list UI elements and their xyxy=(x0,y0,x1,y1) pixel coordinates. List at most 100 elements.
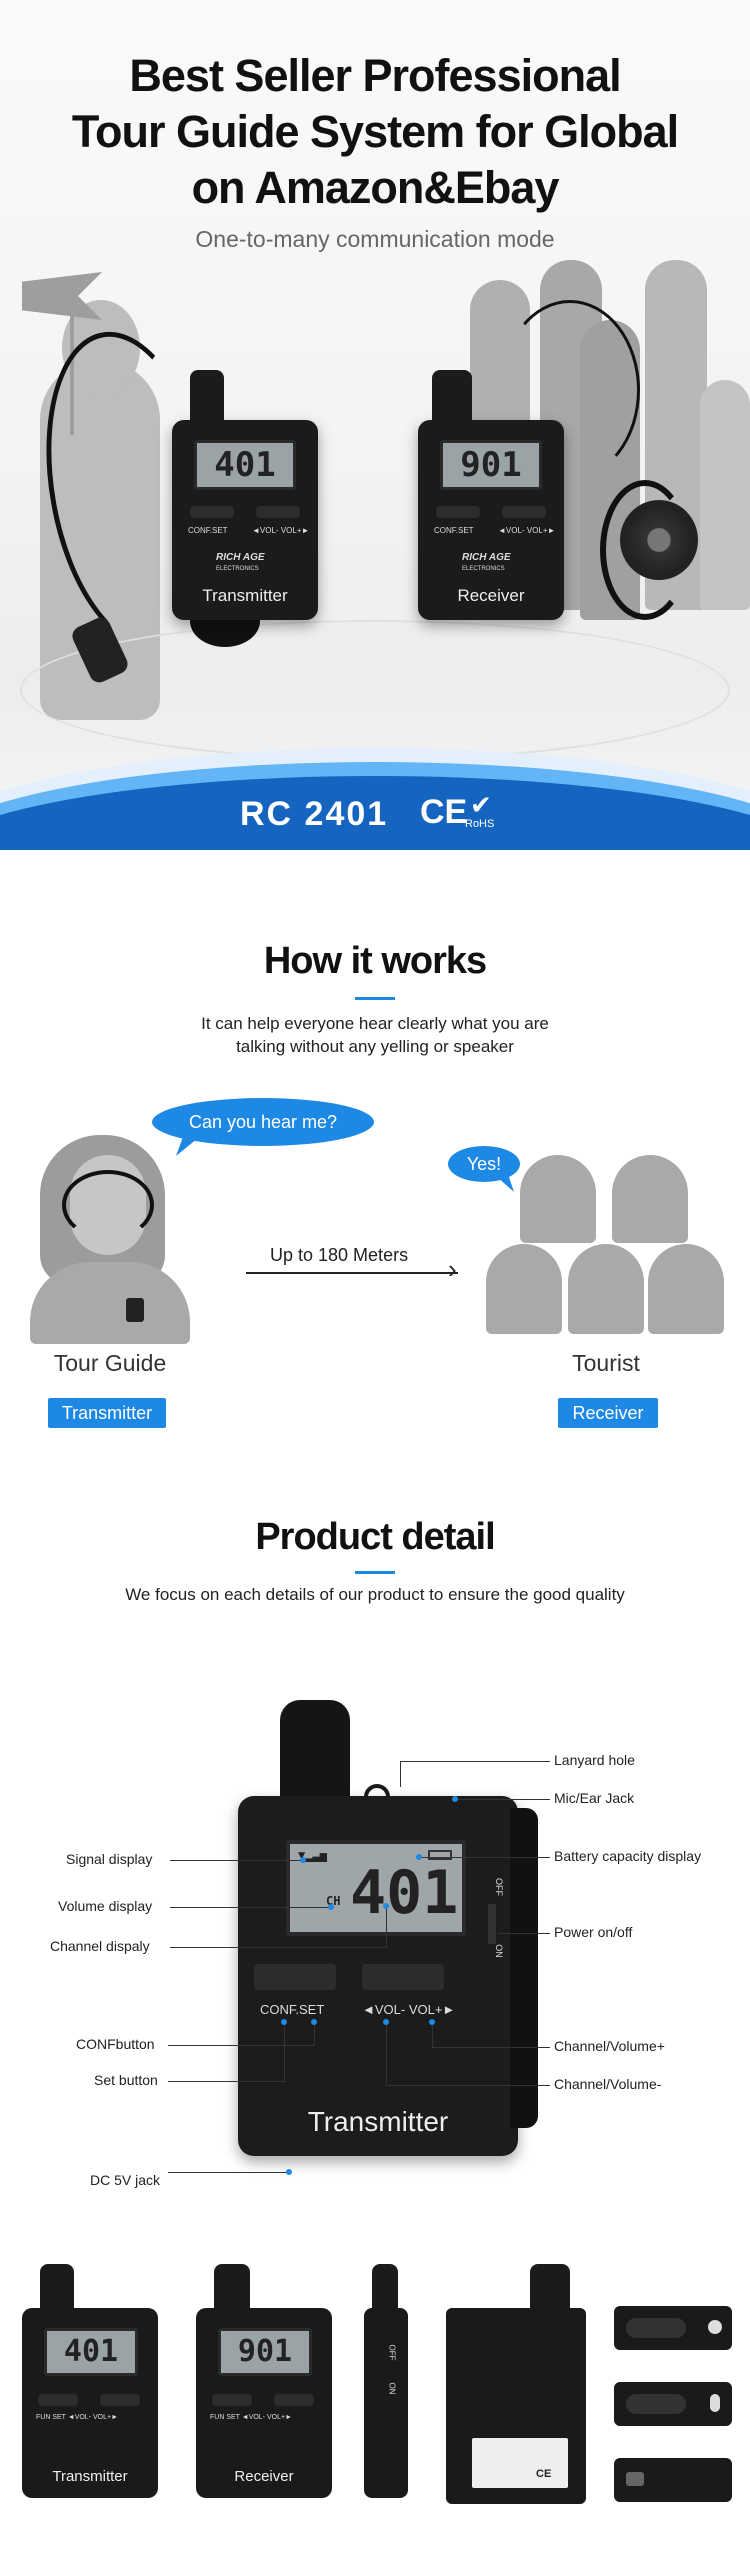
thumb-receiver-key-right xyxy=(274,2394,314,2406)
callout-dot-battery xyxy=(416,1854,422,1860)
thumb-receiver-lcd: 901 xyxy=(218,2328,312,2376)
thumb-top-1-slot xyxy=(626,2318,686,2338)
detail-vol-key[interactable] xyxy=(362,1964,444,1990)
headset-icon xyxy=(62,1170,154,1240)
arrow-right-icon: › xyxy=(448,1254,457,1284)
how-desc-line1: It can help everyone hear clearly what y… xyxy=(201,1014,549,1033)
thumb-back[interactable]: CE xyxy=(446,2308,586,2504)
transmitter-vol-label: ◄VOL- VOL+► xyxy=(252,526,310,535)
callout-line-power xyxy=(498,1933,550,1934)
callout-signal: Signal display xyxy=(66,1851,153,1867)
how-desc-line2: talking without any yelling or speaker xyxy=(236,1037,514,1056)
receiver-fun-key[interactable] xyxy=(436,506,480,518)
receiver-brand-sub: ELECTRONICS xyxy=(462,566,505,572)
tour-guide-label: Tour Guide xyxy=(53,1350,167,1376)
callout-set: Set button xyxy=(94,2072,158,2088)
transmitter-name: Transmitter xyxy=(202,586,288,605)
receiver-brand: RICH AGE xyxy=(462,552,511,563)
callout-vline-conf xyxy=(314,2022,315,2046)
thumb-top-view-1[interactable] xyxy=(614,2306,732,2350)
hero-banner: Best Seller Professional Tour Guide Syst… xyxy=(0,0,750,850)
callout-dot-signal xyxy=(300,1857,306,1863)
detail-title-underline xyxy=(355,1571,395,1574)
hero-title-line1: Best Seller Professional xyxy=(129,50,621,101)
callout-lanyard: Lanyard hole xyxy=(554,1752,635,1768)
transmitter-chip: Transmitter xyxy=(48,1398,166,1428)
detail-device-name: Transmitter xyxy=(307,2106,449,2137)
thumb-side-on: ON xyxy=(387,2382,397,2395)
tourist-figure-5 xyxy=(648,1244,724,1334)
callout-dot-channel xyxy=(383,1903,389,1909)
tourist-label: Tourist xyxy=(572,1350,640,1376)
hero-title-line2: Tour Guide System for Global xyxy=(71,106,679,157)
transmitter-fun-key[interactable] xyxy=(190,506,234,518)
callout-line-dc xyxy=(168,2172,288,2173)
receiver-lcd: 901 xyxy=(440,440,542,490)
detail-antenna xyxy=(280,1700,350,1810)
callout-vline-lanyard xyxy=(400,1761,401,1787)
thumb-back-sticker xyxy=(472,2438,568,2488)
callout-dot-volume xyxy=(328,1904,334,1910)
earphone-cable xyxy=(500,300,640,480)
tourist-bubble-text: Yes! xyxy=(466,1154,502,1174)
callout-channel: Channel dispaly xyxy=(50,1938,150,1954)
callout-power: Power on/off xyxy=(554,1924,633,1940)
callout-line-lanyard xyxy=(400,1761,550,1762)
receiver-vol-key[interactable] xyxy=(502,506,546,518)
callout-line-plus xyxy=(432,2047,550,2048)
callout-line-battery xyxy=(420,1857,550,1858)
detail-lcd: 401 CH ▼▂▃▅ xyxy=(286,1840,466,1936)
tourist-figure-2 xyxy=(612,1155,688,1243)
thumb-transmitter[interactable]: 401 FUN SET ◄VOL- VOL+► Transmitter xyxy=(22,2308,158,2498)
callout-line-conf xyxy=(168,2045,314,2046)
transmitter-brand-sub: ELECTRONICS xyxy=(216,566,259,572)
earhook-icon xyxy=(600,480,690,620)
transmitter-brand: RICH AGE xyxy=(216,552,265,563)
thumb-transmitter-antenna xyxy=(40,2264,74,2316)
tourist-figure-4 xyxy=(568,1244,644,1334)
transmitter-conf-label: CONF.SET xyxy=(188,526,228,535)
callout-dot-jack xyxy=(452,1796,458,1802)
guide-bubble-text: Can you hear me? xyxy=(188,1112,338,1132)
distance-label: Up to 180 Meters xyxy=(270,1245,409,1265)
thumb-transmitter-key-left xyxy=(38,2394,78,2406)
guide-device-icon xyxy=(126,1298,144,1322)
tourist-speech-bubble: Yes! xyxy=(448,1146,520,1182)
transmitter-vol-key[interactable] xyxy=(256,506,300,518)
thumb-bottom-view[interactable] xyxy=(614,2458,732,2502)
callout-vline-channel xyxy=(386,1906,387,1948)
mic-icon xyxy=(710,2394,720,2412)
callout-dot-set xyxy=(281,2019,287,2025)
thumb-side-antenna xyxy=(372,2264,398,2316)
callout-line-signal xyxy=(170,1860,302,1861)
callout-dot-plus xyxy=(429,2019,435,2025)
callout-channel-plus: Channel/Volume+ xyxy=(554,2038,665,2054)
flag-pole xyxy=(70,285,74,435)
callout-volume: Volume display xyxy=(58,1898,153,1914)
callout-vline-plus xyxy=(432,2022,433,2048)
hero-title-line3: on Amazon&Ebay xyxy=(191,162,560,213)
thumb-receiver[interactable]: 901 FUN SET ◄VOL- VOL+► Receiver xyxy=(196,2308,332,2498)
crowd-silhouette-5 xyxy=(700,380,750,610)
thumb-transmitter-lcd: 401 xyxy=(44,2328,138,2376)
callout-dc: DC 5V jack xyxy=(90,2172,161,2188)
callout-jack: Mic/Ear Jack xyxy=(554,1790,635,1806)
detail-side-panel xyxy=(510,1808,538,2128)
receiver-body: 901 CONF.SET ◄VOL- VOL+► RICH AGE ELECTR… xyxy=(418,420,564,620)
callout-line-minus xyxy=(386,2085,550,2086)
battery-icon xyxy=(428,1850,452,1860)
callout-dot-minus xyxy=(383,2019,389,2025)
power-on-label: ON xyxy=(493,1944,504,1958)
detail-title: Product detail xyxy=(255,1516,495,1558)
callout-vline-set xyxy=(284,2022,285,2082)
thumb-transmitter-keys: FUN SET ◄VOL- VOL+► xyxy=(36,2414,118,2421)
thumb-side[interactable]: OFF ON xyxy=(364,2308,408,2498)
thumb-receiver-key-left xyxy=(212,2394,252,2406)
thumb-top-view-2[interactable] xyxy=(614,2382,732,2426)
callout-battery: Battery capacity display xyxy=(554,1848,702,1864)
headphone-icon xyxy=(708,2320,722,2334)
power-switch[interactable] xyxy=(488,1904,496,1944)
tourist-figure-1 xyxy=(520,1155,596,1243)
callout-line-volume xyxy=(170,1907,330,1908)
detail-conf-key[interactable] xyxy=(254,1964,336,1990)
